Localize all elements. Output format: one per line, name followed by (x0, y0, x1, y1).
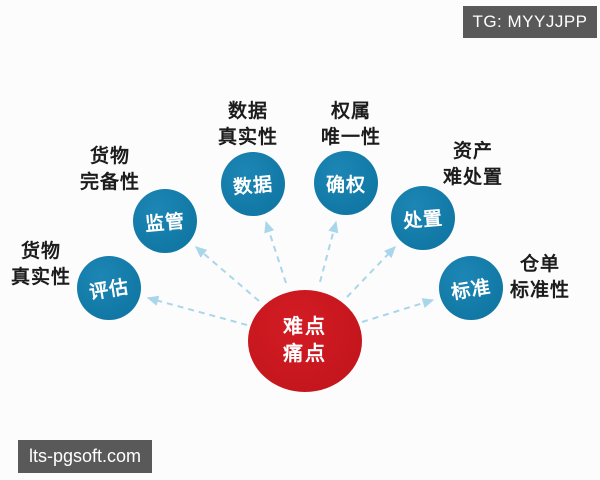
label-line: 真实性 (217, 127, 278, 148)
node-label: 数据 (232, 173, 275, 199)
tg-watermark-text: TG: MYYJJPP (472, 12, 588, 31)
center-node-line2: 痛点 (283, 343, 327, 365)
label-huowu-wanbeixing: 货物 完备性 (68, 144, 152, 196)
label-quanshu-weiyixing: 权属 唯一性 (309, 99, 393, 151)
label-line: 数据 (227, 101, 268, 122)
label-line: 货物 (89, 146, 130, 167)
label-line: 标准性 (509, 280, 570, 301)
label-huowu-zhenshixing: 货物 真实性 (0, 239, 83, 291)
label-line: 难处置 (442, 167, 503, 188)
node-chuzhi: 处置 (391, 186, 455, 250)
node-label: 标准 (449, 276, 493, 304)
arrow-to-quequan (319, 220, 339, 283)
label-line: 真实性 (10, 267, 71, 288)
node-label: 处置 (402, 207, 445, 233)
site-watermark-badge: lts-pgsoft.com (18, 440, 152, 473)
arrow-to-biaozhun (361, 298, 435, 323)
node-shuju: 数据 (221, 152, 285, 216)
node-biaozhun: 标准 (439, 256, 503, 320)
tg-watermark-badge: TG: MYYJJPP (463, 6, 597, 38)
label-line: 仓单 (519, 254, 560, 275)
label-zichan-nanchuzhi: 资产 难处置 (431, 139, 515, 191)
arrow-to-shuju (264, 220, 287, 284)
node-label: 监管 (144, 210, 187, 236)
label-line: 资产 (452, 141, 493, 162)
site-watermark-text: lts-pgsoft.com (28, 446, 142, 466)
node-pinggu: 评估 (77, 256, 141, 320)
node-quequan: 确权 (314, 151, 378, 215)
label-line: 完备性 (79, 172, 140, 193)
label-shuju-zhenshixing: 数据 真实性 (206, 99, 290, 151)
arrow-to-jianguan (195, 246, 260, 302)
label-cangdan-biaozhunxing: 仓单 标准性 (498, 252, 582, 304)
node-label: 评估 (87, 276, 131, 304)
arrow-to-chuzhi (346, 246, 396, 298)
label-line: 唯一性 (320, 127, 381, 148)
node-jianguan: 监管 (133, 189, 197, 253)
center-node-line1: 难点 (283, 316, 327, 338)
node-label: 确权 (325, 174, 366, 196)
center-node-pain-points: 难点 痛点 (248, 290, 362, 392)
label-line: 货物 (20, 241, 61, 262)
label-line: 权属 (330, 101, 371, 122)
arrow-to-pinggu (146, 295, 248, 326)
